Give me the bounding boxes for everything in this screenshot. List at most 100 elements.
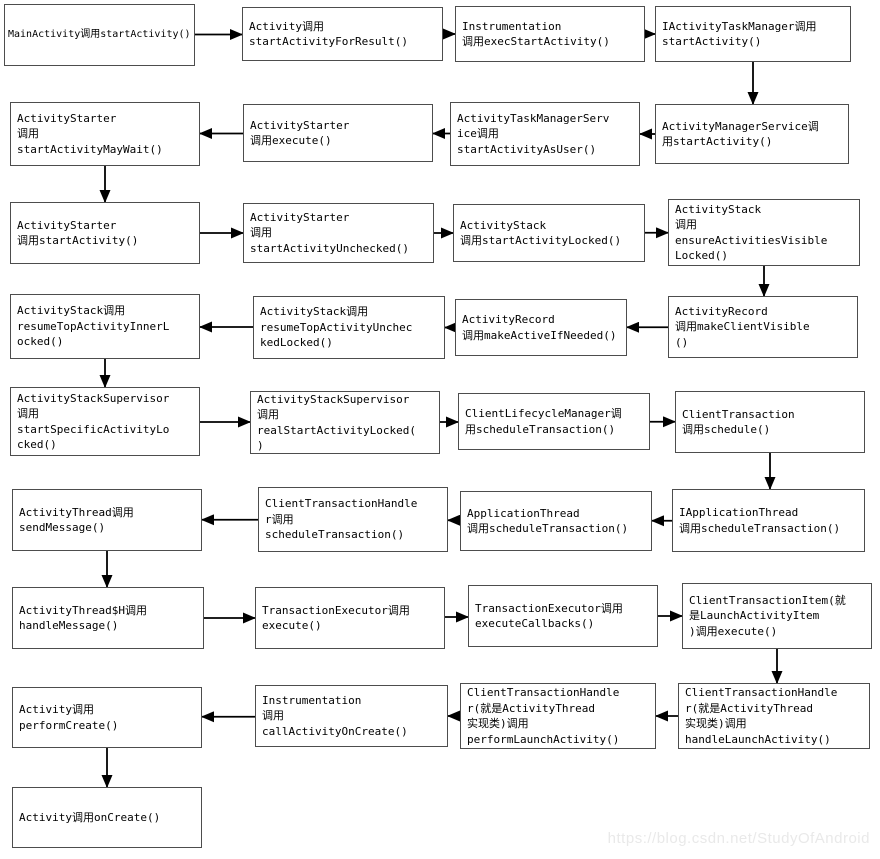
- node-text-line: ): [257, 439, 264, 452]
- node-text-line: MainActivity调用startActivity(): [8, 29, 191, 41]
- node-text-line: 调用: [250, 226, 272, 240]
- flow-node-n18: ClientLifecycleManager调用scheduleTransact…: [458, 393, 650, 450]
- node-text-line: 用scheduleTransaction(): [465, 422, 616, 436]
- node-text-line: ActivityStackSupervisor: [257, 392, 410, 406]
- node-text-line: startActivity(): [662, 35, 762, 48]
- node-text-line: 调用scheduleTransaction(): [679, 521, 841, 535]
- node-text-line: ClientTransactionHandle: [685, 686, 838, 699]
- node-text-line: IActivityTaskManager调用: [662, 19, 817, 33]
- flow-node-n4: ActivityManagerService调用startActivity(): [655, 104, 849, 164]
- node-text-line: startActivityAsUser(): [457, 142, 597, 156]
- node-text-line: realStartActivityLocked(: [257, 423, 416, 437]
- node-text-line: ActivityStarter: [250, 118, 350, 132]
- node-text-line: TransactionExecutor调用: [262, 603, 410, 617]
- watermark: https://blog.csdn.net/StudyOfAndroid: [607, 830, 870, 847]
- node-text-line: 调用makeActiveIfNeeded(): [462, 328, 617, 342]
- node-text-line: ActivityStack调用: [17, 304, 126, 318]
- node-text-line: cked(): [17, 438, 57, 451]
- node-text-line: 调用: [262, 709, 284, 723]
- node-text-line: r(就是ActivityThread: [467, 701, 595, 715]
- flow-node-n29: ClientTransactionHandle r(就是ActivityThrea…: [460, 683, 656, 749]
- node-text-line: Locked(): [675, 249, 728, 262]
- node-text-line: IApplicationThread: [679, 506, 799, 519]
- flow-node-n23: ActivityThread调用 sendMessage(): [12, 489, 202, 551]
- node-text-line: 调用: [257, 408, 279, 421]
- node-text-line: Activity调用onCreate(): [19, 810, 161, 824]
- flow-node-n0: MainActivity调用startActivity(): [4, 4, 195, 66]
- node-text-line: handleLaunchActivity(): [685, 732, 831, 746]
- flow-node-n13: ActivityRecord 调用makeActiveIfNeeded(): [455, 299, 627, 356]
- node-text-line: ActivityStack: [675, 202, 762, 216]
- flow-node-n28: ClientTransactionHandle r(就是ActivityThrea…: [678, 683, 870, 749]
- node-text-line: 调用schedule(): [682, 423, 771, 436]
- node-text-line: ClientTransactionHandle: [467, 686, 620, 699]
- node-text-line: r调用: [265, 512, 294, 526]
- node-text-line: r(就是ActivityThread: [685, 701, 813, 715]
- node-text-line: ClientLifecycleManager调: [465, 407, 622, 420]
- node-text-line: (): [675, 335, 689, 349]
- node-text-line: 调用execute(): [250, 134, 332, 147]
- node-text-line: 调用: [17, 127, 39, 141]
- node-text-line: 调用makeClientVisible: [675, 320, 810, 334]
- node-text-line: resumeTopActivityInnerL: [17, 319, 170, 333]
- node-text-line: 调用startActivity(): [17, 234, 139, 247]
- node-text-line: ActivityStackSupervisor: [17, 391, 170, 405]
- node-text-line: ActivityThread调用: [19, 505, 134, 519]
- node-text-line: handleMessage(): [19, 619, 119, 632]
- node-text-line: scheduleTransaction(): [265, 528, 405, 542]
- node-text-line: 是LaunchActivityItem: [689, 609, 820, 623]
- node-text-line: kedLocked(): [260, 336, 333, 350]
- node-text-line: sendMessage(): [19, 521, 106, 534]
- node-text-line: ApplicationThread: [467, 506, 580, 520]
- flow-node-n6: ActivityStarter 调用execute(): [243, 104, 433, 162]
- node-text-line: ActivityStarter: [17, 218, 117, 232]
- node-text-line: 调用: [17, 407, 39, 420]
- node-text-line: startActivityUnchecked(): [250, 241, 409, 255]
- node-text-line: ActivityRecord: [462, 313, 555, 326]
- node-text-line: ActivityStack调用: [260, 305, 369, 319]
- node-text-line: ActivityManagerService调: [662, 119, 819, 133]
- node-text-line: performCreate(): [19, 718, 119, 732]
- node-text-line: executeCallbacks(): [475, 617, 595, 630]
- node-text-line: resumeTopActivityUnchec: [260, 320, 413, 334]
- node-text-line: ensureActivitiesVisible: [675, 233, 828, 247]
- flow-node-n8: ActivityStarter 调用startActivity(): [10, 202, 200, 264]
- node-text-line: TransactionExecutor调用: [475, 601, 623, 615]
- node-text-line: ice调用: [457, 127, 499, 141]
- flow-node-n3: IActivityTaskManager调用 startActivity(): [655, 6, 851, 62]
- node-text-line: ClientTransactionItem(就: [689, 593, 846, 607]
- node-text-line: 调用scheduleTransaction(): [467, 522, 629, 535]
- node-text-line: startActivityForResult(): [249, 35, 408, 48]
- node-text-line: 用startActivity(): [662, 135, 773, 148]
- flow-node-n17: ActivityStackSupervisor 调用 realStartActivi…: [250, 391, 440, 454]
- flow-node-n19: ClientTransaction 调用schedule(): [675, 391, 865, 453]
- node-text-line: ClientTransactionHandle: [265, 497, 418, 511]
- node-text-line: ActivityStack: [460, 218, 547, 232]
- node-text-line: ActivityStarter: [250, 210, 350, 224]
- node-text-line: 实现类)调用: [685, 717, 747, 730]
- node-text-line: ActivityTaskManagerServ: [457, 111, 610, 125]
- node-text-line: ocked(): [17, 335, 64, 349]
- node-text-line: ActivityStarter: [17, 111, 117, 125]
- node-text-line: 调用: [675, 218, 697, 231]
- flow-node-n21: ApplicationThread 调用scheduleTransaction(): [460, 491, 652, 551]
- flow-node-n26: TransactionExecutor调用 executeCallbacks(): [468, 585, 658, 647]
- node-text-line: ClientTransaction: [682, 407, 795, 421]
- flow-node-n24: ActivityThread$H调用 handleMessage(): [12, 587, 204, 649]
- node-text-line: ActivityThread$H调用: [19, 603, 147, 617]
- node-text-line: Activity调用: [249, 19, 324, 33]
